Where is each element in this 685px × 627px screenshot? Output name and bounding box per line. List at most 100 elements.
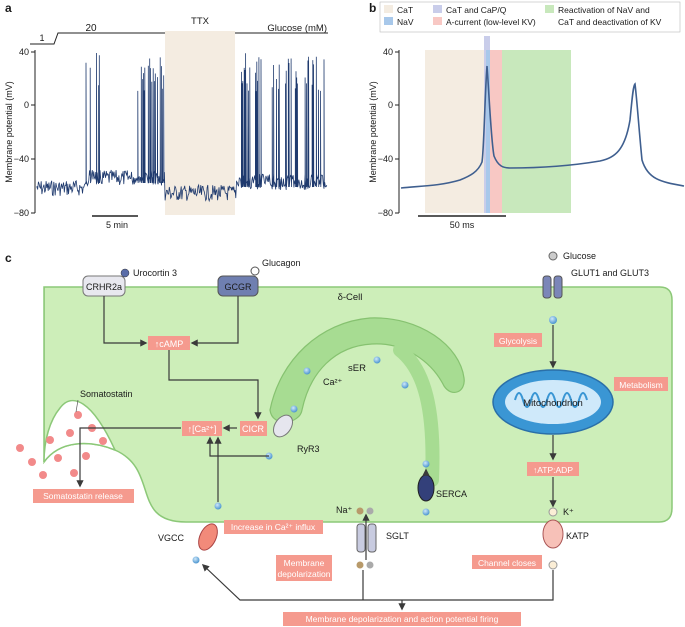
crhr2a-label: CRHR2a — [86, 282, 122, 292]
legend-swatch-cat-capq — [433, 5, 442, 13]
ca2-label: Ca²⁺ — [323, 377, 343, 387]
legend-cat: CaT — [397, 5, 413, 15]
ser-organelle — [269, 317, 465, 423]
ca-rise-box — [182, 421, 222, 436]
panel-a-ytick-m80: −80 — [14, 208, 29, 218]
glucose-top — [366, 507, 374, 515]
atp-adp-label: ↑ATP:ADP — [533, 465, 573, 475]
mitochondrion-inner — [505, 380, 601, 424]
panel-b-ytick-0: 0 — [388, 100, 393, 110]
vgcc-label: VGCC — [158, 533, 185, 543]
panel-b-ap-trace — [400, 65, 685, 189]
vgcc-channel — [198, 523, 218, 551]
glucose-label: Glucose — [563, 251, 596, 261]
panel-a: a 1 20 Glucose (mM) TTX 40 0 −40 −80 Mem… — [4, 1, 328, 230]
delta-cell-label: δ-Cell — [338, 292, 363, 303]
urocortin-label: Urocortin 3 — [133, 268, 177, 278]
glucose-molecule — [548, 251, 558, 261]
sglt-label: SGLT — [386, 531, 409, 541]
legend-swatch-nav — [384, 17, 393, 25]
channel-closes-label: Channel closes — [478, 558, 536, 568]
cicr-box — [240, 421, 267, 436]
glucose-high-label: 20 — [85, 23, 97, 34]
mitochondrion-cristae — [514, 392, 588, 408]
cicr-label: CICR — [242, 424, 264, 434]
ca-influx-box — [224, 520, 323, 534]
legend-reactivation-2: CaT and deactivation of KV — [558, 17, 662, 27]
somatostatin-label: Somatostatin — [80, 389, 133, 399]
panel-b-ytick-m40: −40 — [378, 154, 393, 164]
k-plus-label: K⁺ — [563, 507, 574, 517]
channel-closes-box — [472, 555, 542, 569]
glut-transporter-right — [553, 275, 563, 299]
legend-reactivation-1: Reactivation of NaV and — [558, 5, 650, 15]
panel-a-membrane-trace — [36, 52, 328, 203]
ttx-label: TTX — [191, 16, 210, 27]
serca-label: SERCA — [436, 489, 467, 499]
phase-reactivation — [502, 50, 571, 213]
ca-influx-label: Increase in Ca²⁺ influx — [231, 522, 316, 532]
panel-a-ytick-m40: −40 — [14, 154, 29, 164]
panel-b-ticks — [395, 51, 399, 214]
na-ion-top — [356, 507, 364, 515]
ryr3-channel — [272, 414, 294, 438]
legend-acurrent: A-current (low-level KV) — [446, 17, 536, 27]
ap-firing-box — [283, 612, 521, 626]
ttx-shaded-region — [165, 31, 235, 215]
phase-cat — [425, 50, 485, 213]
glucagon-ligand — [250, 266, 260, 276]
panel-a-scale-label: 5 min — [106, 220, 128, 230]
membrane-depol-box — [276, 555, 332, 581]
panel-b-ytick-40: 40 — [383, 47, 393, 57]
panel-a-ticks — [31, 51, 35, 214]
somatostatin-release-label: Somatostatin release — [43, 491, 123, 501]
glucose-caption: Glucose (mM) — [267, 23, 327, 34]
ser-extension — [393, 343, 440, 487]
k-ion-bottom — [548, 560, 558, 570]
panel-b-legend — [379, 1, 681, 33]
glucose-bottom — [366, 561, 374, 569]
metabolism-label: Metabolism — [619, 380, 662, 390]
legend-swatch-cat — [384, 5, 393, 13]
legend-nav: NaV — [397, 17, 414, 27]
na-plus-label: Na⁺ — [336, 505, 353, 515]
glycolysis-box — [494, 333, 542, 347]
metabolism-box — [614, 377, 668, 391]
katp-channel — [542, 519, 564, 549]
membrane-depol-1: Membrane — [284, 558, 325, 568]
glucose-inside — [549, 316, 557, 324]
serca-pump — [417, 474, 435, 502]
mitochondrion-label: Mitochondrion — [523, 398, 583, 409]
glucose-low-label: 1 — [39, 33, 44, 43]
ryr3-label: RyR3 — [297, 444, 320, 454]
glut-label: GLUT1 and GLUT3 — [571, 268, 649, 278]
glycolysis-label: Glycolysis — [499, 336, 537, 346]
panel-b-label: b — [369, 1, 376, 15]
na-ion-bottom — [356, 561, 364, 569]
panel-b: b CaT CaT and CaP/Q Reactivation of NaV … — [368, 1, 685, 230]
panel-a-ytick-40: 40 — [19, 47, 29, 57]
urocortin-ligand — [120, 268, 130, 278]
panel-c-label: c — [5, 251, 12, 265]
panel-a-ylabel: Membrane potential (mV) — [4, 81, 14, 183]
camp-label: ↑cAMP — [155, 339, 184, 349]
camp-box — [148, 336, 190, 350]
somatostatin-release-box — [33, 489, 134, 503]
sglt-left — [356, 523, 366, 553]
panel-b-ytick-m80: −80 — [378, 208, 393, 218]
gcgr-label: GCGR — [225, 282, 253, 292]
glucagon-label: Glucagon — [262, 258, 301, 268]
somatostatin-pointer — [75, 399, 79, 413]
phase-acurrent — [490, 50, 502, 213]
panel-b-scale-label: 50 ms — [450, 220, 475, 230]
ser-label: sER — [348, 363, 366, 374]
cell-outside-patch — [14, 287, 60, 522]
k-ion-top — [548, 507, 558, 517]
panel-b-ylabel: Membrane potential (mV) — [368, 81, 378, 183]
legend-swatch-reactivation — [545, 5, 554, 13]
katp-label: KATP — [566, 531, 589, 541]
somatostatin-granules — [16, 411, 107, 479]
legend-cat-capq: CaT and CaP/Q — [446, 5, 507, 15]
sglt-right — [367, 523, 377, 553]
